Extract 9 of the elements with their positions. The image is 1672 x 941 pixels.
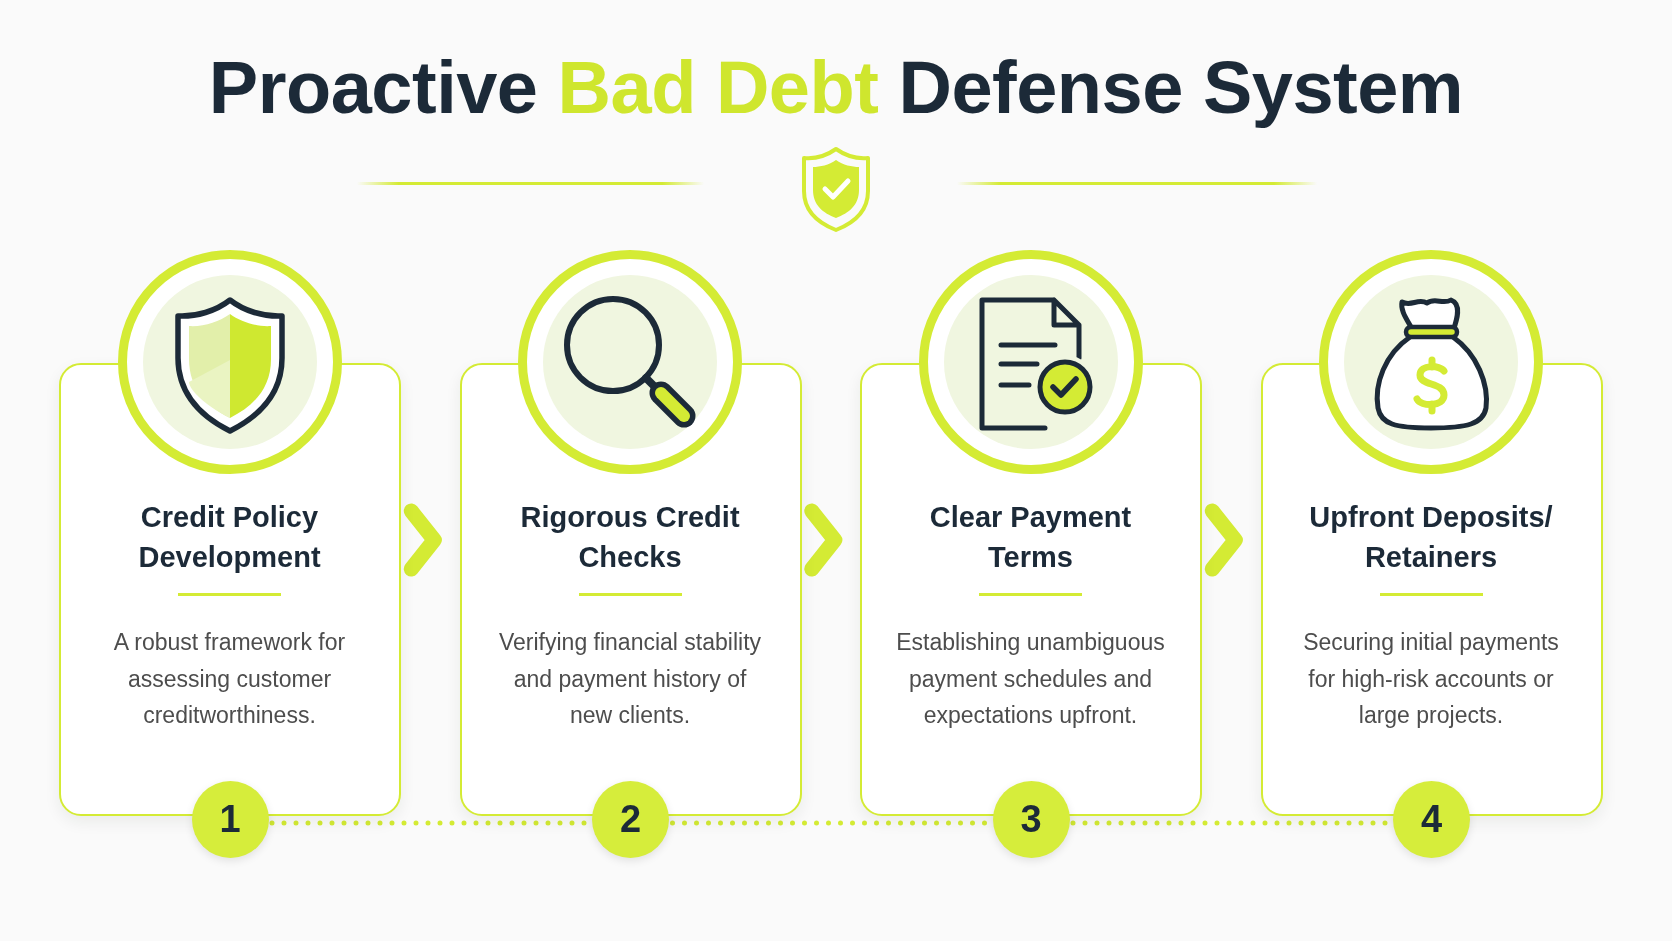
title: Proactive Bad Debt Defense System <box>208 45 1464 131</box>
step-description: Verifying financial stability and payment history of new clients. <box>497 628 763 730</box>
step-title: Rigorous Credit Checks <box>519 499 741 575</box>
step-description: Establishing unambiguous payment schedules and expectations upfront. <box>895 628 1166 730</box>
step-title: Credit Policy Development <box>137 499 322 575</box>
step-description: Securing initial payments for high-risk accounts or large projects. <box>1302 628 1560 730</box>
step-description: A robust framework for assessing customer creditworthiness. <box>112 628 347 730</box>
step-title: Clear Payment Terms <box>928 499 1133 575</box>
step-title: Upfront Deposits/ Retainers <box>1308 499 1554 575</box>
